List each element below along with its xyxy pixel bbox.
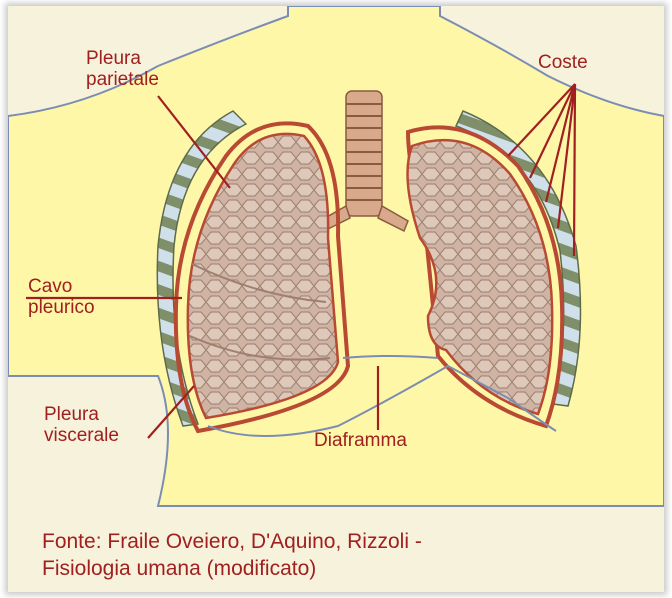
label-pleura-parietale-line1: Pleura: [86, 48, 159, 69]
label-pleura-viscerale-line1: Pleura: [44, 404, 119, 425]
label-coste: Coste: [538, 52, 588, 73]
source-caption: Fonte: Fraile Oveiero, D'Aquino, Rizzoli…: [42, 528, 642, 582]
label-pleura-parietale-line2: parietale: [86, 69, 159, 90]
caption-line1: Fonte: Fraile Oveiero, D'Aquino, Rizzoli…: [42, 528, 642, 555]
label-cavo-pleurico-line1: Cavo: [28, 276, 95, 297]
label-cavo-pleurico: Cavo pleurico: [28, 276, 95, 318]
label-pleura-parietale: Pleura parietale: [86, 48, 159, 90]
caption-line2: Fisiologia umana (modificato): [42, 555, 642, 582]
label-cavo-pleurico-line2: pleurico: [28, 297, 95, 318]
lungs-illustration: [8, 6, 664, 592]
figure-frame: Pleura parietale Coste Cavo pleurico Ple…: [8, 6, 664, 592]
label-diaframma: Diaframma: [314, 430, 407, 451]
label-pleura-viscerale: Pleura viscerale: [44, 404, 119, 446]
label-pleura-viscerale-line2: viscerale: [44, 425, 119, 446]
